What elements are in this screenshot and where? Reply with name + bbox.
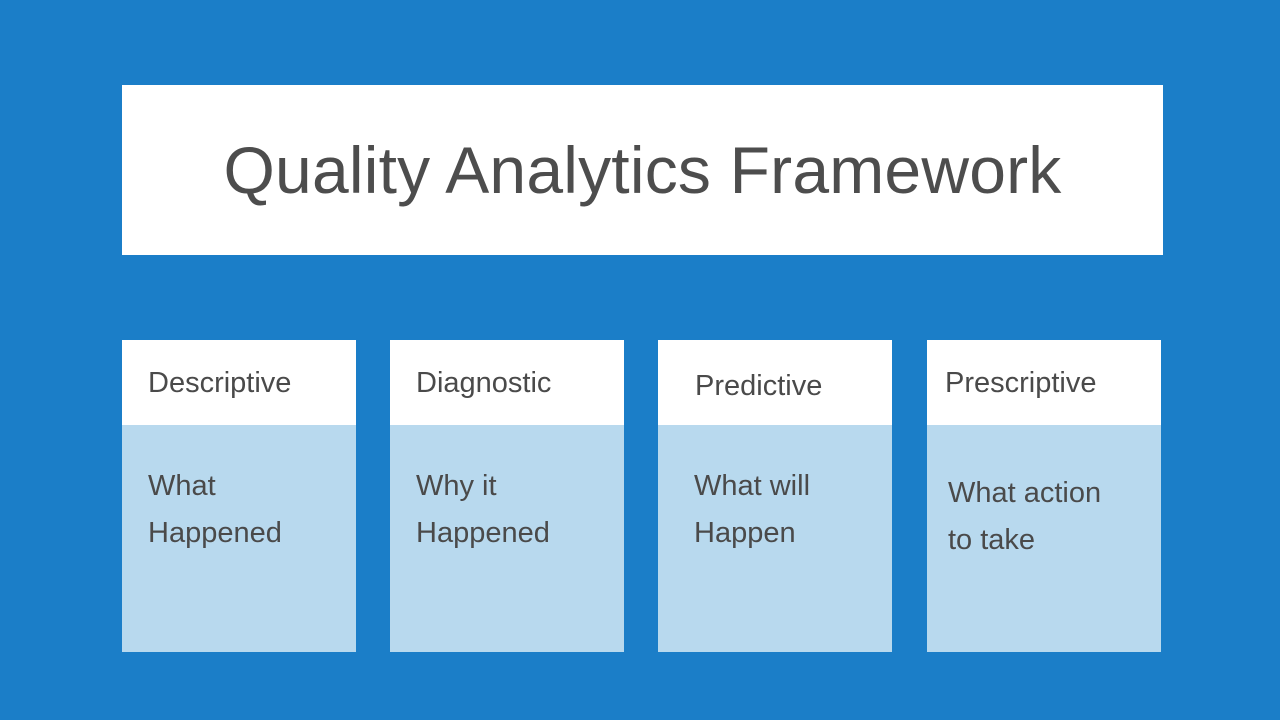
card-title-predictive: Predictive: [695, 370, 823, 402]
card-description-line-1: What action: [948, 477, 1102, 509]
card-body-diagnostic: Why it Happened: [390, 425, 624, 652]
analytics-card-row: Descriptive What Happened Diagnostic Why…: [122, 340, 1161, 652]
card-description-prescriptive: What action to take: [948, 470, 1158, 564]
card-body-prescriptive: What action to take: [927, 425, 1161, 652]
card-title-prescriptive: Prescriptive: [945, 367, 1097, 399]
card-description-predictive: What will Happen: [694, 463, 892, 557]
card-header-predictive: Predictive: [658, 340, 892, 425]
page-title: Quality Analytics Framework: [223, 132, 1062, 207]
card-description-line-1: Why it: [416, 470, 497, 502]
card-header-descriptive: Descriptive: [122, 340, 356, 425]
card-body-descriptive: What Happened: [122, 425, 356, 652]
title-panel: Quality Analytics Framework: [122, 85, 1163, 255]
card-description-line-2: Happened: [148, 517, 282, 549]
card-description-line-2: to take: [948, 524, 1036, 556]
card-header-prescriptive: Prescriptive: [927, 340, 1161, 425]
card-description-descriptive: What Happened: [148, 463, 348, 557]
card-title-diagnostic: Diagnostic: [416, 367, 552, 399]
card-title-descriptive: Descriptive: [148, 367, 292, 399]
card-description-diagnostic: Why it Happened: [416, 463, 616, 557]
card-header-diagnostic: Diagnostic: [390, 340, 624, 425]
card-description-line-2: Happen: [694, 517, 796, 549]
analytics-card-prescriptive[interactable]: Prescriptive What action to take: [927, 340, 1161, 652]
card-description-line-1: What will: [694, 470, 811, 502]
card-description-line-1: What: [148, 470, 216, 502]
analytics-card-descriptive[interactable]: Descriptive What Happened: [122, 340, 356, 652]
analytics-card-diagnostic[interactable]: Diagnostic Why it Happened: [390, 340, 624, 652]
card-body-predictive: What will Happen: [658, 425, 892, 652]
card-description-line-2: Happened: [416, 517, 550, 549]
analytics-card-predictive[interactable]: Predictive What will Happen: [658, 340, 892, 652]
